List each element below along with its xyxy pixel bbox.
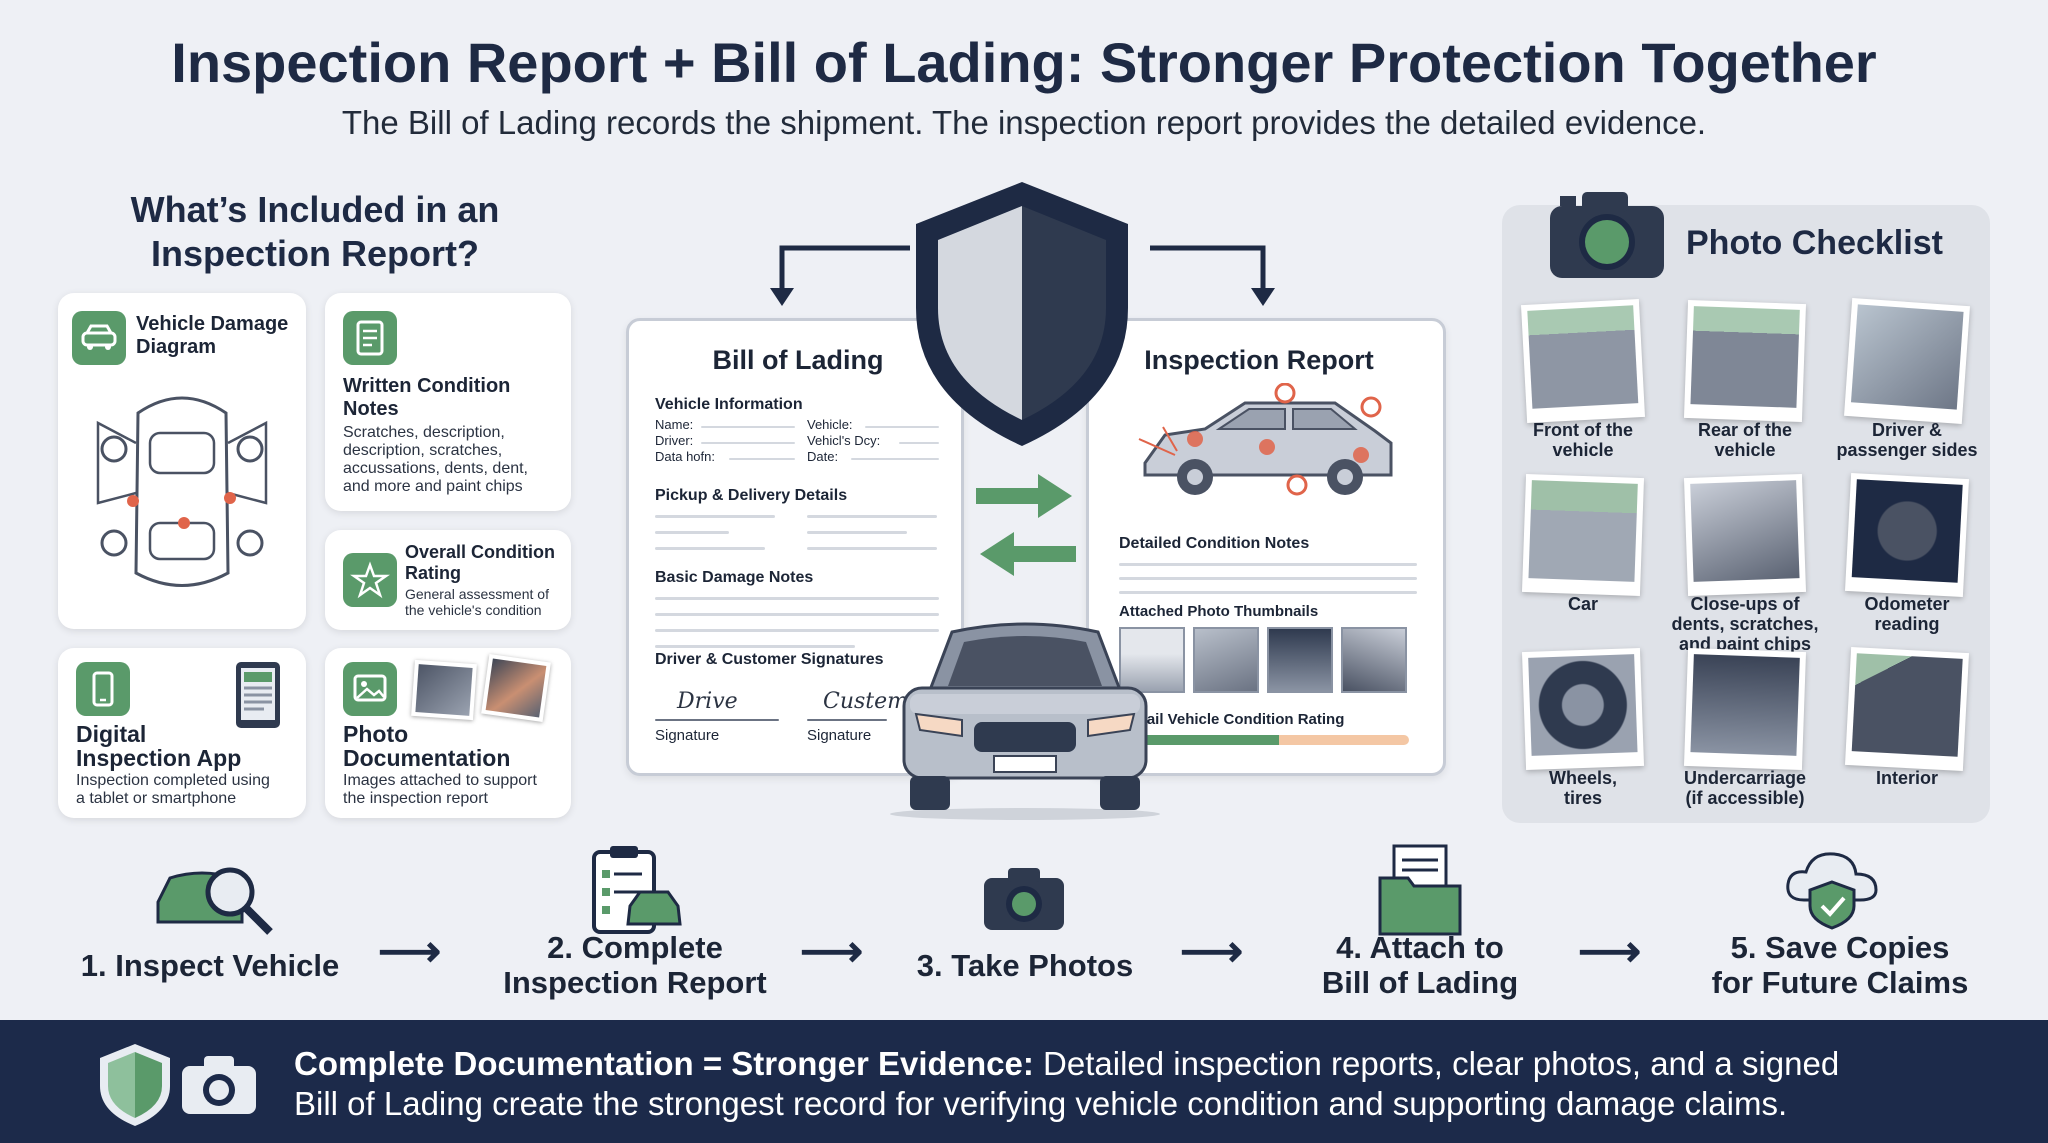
damage-diagram-card: Vehicle Damage Diagram (58, 293, 306, 629)
checklist-photo (1844, 298, 1970, 424)
footer-banner (0, 1020, 2048, 1143)
inspection-car-diagram (1138, 383, 1393, 496)
condition-rating-title: Overall Condition Rating (405, 542, 556, 583)
photo-thumb (411, 659, 477, 721)
bol-damage-notes: Basic Damage Notes (655, 569, 814, 586)
clipboard-icon (592, 846, 682, 934)
checklist-photo (1683, 299, 1807, 423)
photo-thumb (481, 653, 551, 723)
checklist-photo (1521, 647, 1645, 771)
phone-icon (76, 662, 130, 716)
signature-label: Signature (655, 727, 720, 744)
arrow-icon: ⟶ (1578, 927, 1642, 976)
camera-icon (1550, 192, 1664, 278)
checklist-label: Interior (1875, 768, 1938, 788)
step-3: 3. Take Photos (916, 948, 1134, 983)
bol-name-fields: Name:Driver:Data hofn: (655, 417, 715, 464)
ir-thumb (1193, 627, 1259, 693)
ir-thumb (1119, 627, 1185, 693)
photo-checklist-title: Photo Checklist (1686, 224, 1943, 262)
front-car-illustration (890, 622, 1160, 820)
checklist-photo (1683, 473, 1807, 597)
checklist-photo (1521, 473, 1645, 597)
bol-pickup: Pickup & Delivery Details (655, 487, 848, 504)
star-icon (343, 553, 397, 607)
photo-docs-desc: Images attached to support the inspectio… (343, 772, 537, 807)
tablet-icon (236, 662, 280, 728)
ir-thumb (1267, 627, 1333, 693)
car-icon (72, 311, 126, 365)
arrow-icon: ⟶ (1180, 927, 1244, 976)
digital-app-desc: Inspection completed using a tablet or s… (76, 772, 270, 807)
photo-docs-title: Photo Documentation (343, 721, 511, 771)
camera-icon (182, 1056, 256, 1114)
bol-title: Bill of Lading (712, 345, 884, 375)
bol-vehicle-info: Vehicle Information (655, 396, 803, 413)
step-1: 1. Inspect Vehicle (80, 948, 340, 983)
ir-notes: Detailed Condition Notes (1119, 535, 1310, 552)
checklist-photo (1520, 298, 1646, 424)
ir-rating: rail Vehicle Condition Rating (1141, 711, 1345, 728)
included-heading: What’s Included in an Inspection Report? (130, 189, 500, 274)
damage-diagram (96, 396, 268, 587)
digital-app-title: Digital Inspection App (76, 721, 242, 771)
checklist-label: Undercarriage(if accessible) (1683, 768, 1807, 808)
magnifier-icon (156, 867, 273, 935)
ir-rating-fill (1119, 735, 1279, 745)
ir-rating-bar (1119, 735, 1409, 745)
driver-signature: Drive (677, 689, 738, 714)
checklist-photo (1844, 472, 1970, 598)
cloud-shield-icon (1786, 852, 1878, 930)
footer-text: Complete Documentation = Stronger Eviden… (294, 1045, 1840, 1122)
inspection-report-doc: Inspection Report Detailed Condition Not… (1086, 318, 1446, 776)
photo-icon (343, 662, 397, 716)
shield-arrows (770, 245, 1275, 306)
camera-icon (984, 868, 1064, 930)
arrow-icon: ⟶ (378, 927, 442, 976)
notes-icon (343, 311, 397, 365)
shield-icon (100, 1044, 170, 1126)
page-title: Inspection Report + Bill of Lading: Stro… (171, 31, 1877, 94)
written-notes-title: Written Condition Notes (343, 375, 511, 420)
checklist-label: Car (1567, 594, 1598, 614)
ir-thumbs: Attached Photo Thumbnails (1119, 603, 1319, 620)
checklist-label: Driver &passenger sides (1836, 420, 1978, 460)
damage-diagram-title: Vehicle Damage Diagram (136, 313, 289, 358)
written-notes-desc: Scratches, description, description, scr… (343, 424, 528, 495)
written-notes-card: Written Condition Notes Scratches, descr… (325, 293, 571, 511)
condition-rating-desc: General assessment of the vehicle's cond… (405, 586, 549, 618)
bol-signatures: Driver & Customer Signatures (655, 651, 884, 668)
page-subtitle: The Bill of Lading records the shipment.… (341, 104, 1707, 141)
checklist-photo (1683, 647, 1807, 771)
digital-app-card: Digital Inspection App Inspection comple… (58, 648, 306, 818)
shield-icon (916, 182, 1128, 446)
signature-label: Signature (807, 727, 872, 744)
folder-icon (1378, 844, 1462, 936)
ir-title: Inspection Report (1144, 345, 1374, 375)
checklist-label: Wheels,tires (1548, 768, 1618, 808)
photo-docs-card: Photo Documentation Images attached to s… (325, 648, 571, 818)
arrow-icon: ⟶ (800, 927, 864, 976)
exchange-arrows (976, 474, 1076, 576)
condition-rating-card: Overall Condition Rating General assessm… (325, 530, 571, 630)
ir-thumb (1341, 627, 1407, 693)
bol-vehicle-fields: Vehicle:Vehicl's Dcy:Date: (807, 417, 881, 464)
checklist-photo (1844, 646, 1970, 772)
